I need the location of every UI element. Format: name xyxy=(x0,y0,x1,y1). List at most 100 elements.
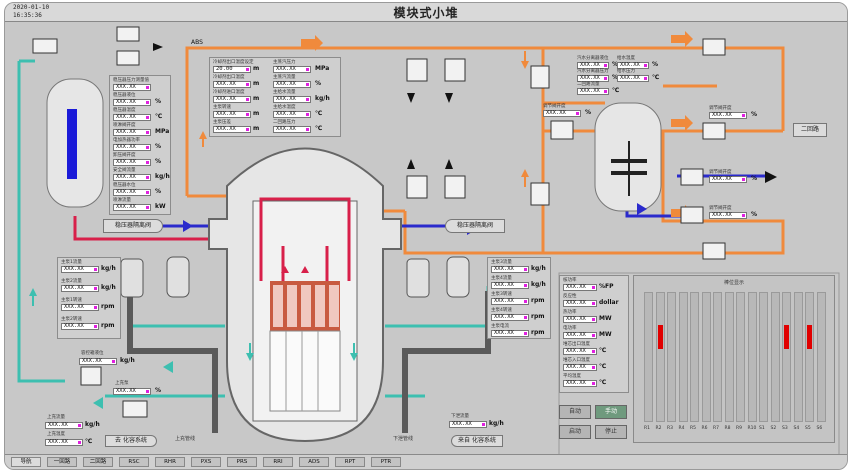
lower-pipe-label: 下泄管线 xyxy=(393,436,414,442)
reactor-unit-3: MW xyxy=(599,331,612,338)
pump-right-label-2: 主泵3转速 xyxy=(491,292,512,297)
plant-diagram xyxy=(17,26,840,455)
taskbar-button-3[interactable]: RSC xyxy=(119,457,149,467)
rod-label-14: S5 xyxy=(805,426,811,431)
taskbar-button-9[interactable]: RPT xyxy=(335,457,365,467)
prz-unit-6: kg/h xyxy=(155,173,170,180)
prz-unit-7: % xyxy=(155,188,162,195)
top-right-label-4: 二回路压力 xyxy=(273,120,296,125)
top-right-unit-2: kg/h xyxy=(315,95,330,102)
top-left-value-3: XXX.XX xyxy=(213,111,251,118)
pump-left-unit-1: kg/h xyxy=(101,284,116,291)
pump-left-value-1: XXX.XX xyxy=(61,285,99,292)
rod-column-12 xyxy=(782,292,791,422)
temp-label: 上充温度 xyxy=(47,432,65,437)
tank-value: XXX.XX xyxy=(79,358,117,365)
tank-unit: kg/h xyxy=(120,357,135,364)
reactor-label-6: 平均温度 xyxy=(563,374,581,379)
sg-left-label[interactable]: 稳压器隔离阀 xyxy=(103,219,163,233)
pump-right-value-1: XXX.XX xyxy=(491,282,529,289)
prz-label-7: 稳压器水位 xyxy=(113,183,136,188)
stop-button[interactable]: 停止 xyxy=(595,425,627,439)
prz-label-3: 喷淋阀开度 xyxy=(113,123,136,128)
prz-label-6: 安全阀流量 xyxy=(113,168,136,173)
pump-right-value-3: XXX.XX xyxy=(491,314,529,321)
manual-button[interactable]: 手动 xyxy=(595,405,627,419)
dea-valve-c-label-0: 调节阀开度 xyxy=(709,170,732,175)
rod-label-5: R6 xyxy=(701,426,708,431)
reactor-label-2: 热功率 xyxy=(563,310,577,315)
taskbar-button-2[interactable]: 二回路 xyxy=(83,457,113,467)
outlet-arrow xyxy=(765,171,777,183)
taskbar-button-4[interactable]: RHR xyxy=(155,457,185,467)
taskbar-button-0[interactable]: 导航 xyxy=(11,457,41,467)
auto-button[interactable]: 自动 xyxy=(559,405,591,419)
reactor-unit-6: ℃ xyxy=(599,379,607,386)
taskbar-button-7[interactable]: RRI xyxy=(263,457,293,467)
time-label: 16:35:36 xyxy=(13,12,42,19)
flow-arrows-teal xyxy=(29,288,358,409)
reactor-value-4: XXX.XX xyxy=(563,348,597,355)
pump-left-value-2: XXX.XX xyxy=(61,304,99,311)
lower-value: XXX.XX xyxy=(449,421,487,428)
rod-label-2: R3 xyxy=(667,426,673,431)
prz-unit-2: ℃ xyxy=(155,113,163,120)
top-right-value-3: XXX.XX xyxy=(273,111,311,118)
dea-valve-b-unit-0: % xyxy=(751,111,758,118)
top-left-unit-0: m xyxy=(253,65,260,72)
rod-label-1: R2 xyxy=(655,426,662,431)
reactor-label-0: 核功率 xyxy=(563,278,577,283)
sg-right-label[interactable]: 稳压器隔离阀 xyxy=(445,219,505,233)
rod-column-7 xyxy=(724,292,734,422)
taskbar-button-8[interactable]: ADS xyxy=(299,457,329,467)
top-left-unit-1: m xyxy=(253,80,260,87)
top-right-unit-1: % xyxy=(315,80,322,87)
rod-column-9 xyxy=(747,292,757,422)
dea-valve-d-label-0: 调节阀开度 xyxy=(709,206,732,211)
pump-left-label-0: 主泵1流量 xyxy=(61,260,82,265)
pump-left-value-3: XXX.XX xyxy=(61,323,99,330)
start-button[interactable]: 启动 xyxy=(559,425,591,439)
rod-column-14 xyxy=(805,292,814,422)
reactor-value-1: XXX.XX xyxy=(563,300,597,307)
top-left-label-3: 主泵转速 xyxy=(213,105,231,110)
top-left-value-2: XXX.XX xyxy=(213,96,251,103)
from-cvcs-button[interactable]: 来自 化容系统 xyxy=(451,435,503,447)
pump-right-unit-3: rpm xyxy=(531,313,545,320)
reactor-value-6: XXX.XX xyxy=(563,380,597,387)
dea-left-value-2: XXX.XX xyxy=(577,88,609,95)
out-right-label[interactable]: 二回路 xyxy=(793,123,827,137)
pump-unit: % xyxy=(155,387,162,394)
top-left-unit-4: m xyxy=(253,125,260,132)
taskbar-button-6[interactable]: PRS xyxy=(227,457,257,467)
dea-valve-c-value-0: XXX.XX xyxy=(709,176,747,183)
prz-label-4: 电加热器功率 xyxy=(113,138,140,143)
pump-left-label-2: 主泵1转速 xyxy=(61,298,82,303)
prz-label-0: 稳压器压力测量值 xyxy=(113,78,149,83)
pump-right-value-2: XXX.XX xyxy=(491,298,529,305)
top-right-label-3: 主给水温度 xyxy=(273,105,296,110)
rod-column-10 xyxy=(759,292,768,422)
rod-column-13 xyxy=(793,292,803,422)
to-cvcs-button[interactable]: 去 化容系统 xyxy=(105,435,157,447)
prz-label-8: 喷淋流量 xyxy=(113,198,131,203)
top-right-value-0: XXX.XX xyxy=(273,66,311,73)
taskbar-button-10[interactable]: PTR xyxy=(371,457,401,467)
reactor-unit-4: ℃ xyxy=(599,347,607,354)
dea-left-unit-0: % xyxy=(612,61,619,68)
rod-column-1 xyxy=(655,292,665,422)
date-label: 2020-01-10 xyxy=(13,4,50,11)
rod-column-11 xyxy=(770,292,780,422)
rod-label-13: S4 xyxy=(793,426,800,431)
prz-value-0: XXX.XX xyxy=(113,84,151,91)
rod-label-11: S2 xyxy=(770,426,777,431)
rod-label-12: S3 xyxy=(782,426,788,431)
pump-left-value-0: XXX.XX xyxy=(61,266,99,273)
dea-right-label-0: 给水温度 xyxy=(617,56,635,61)
rod-label-6: R7 xyxy=(713,426,719,431)
pump-left-label-1: 主泵2流量 xyxy=(61,279,82,284)
prz-value-4: XXX.XX xyxy=(113,144,151,151)
taskbar-button-5[interactable]: PXS xyxy=(191,457,221,467)
taskbar-button-1[interactable]: 一回路 xyxy=(47,457,77,467)
